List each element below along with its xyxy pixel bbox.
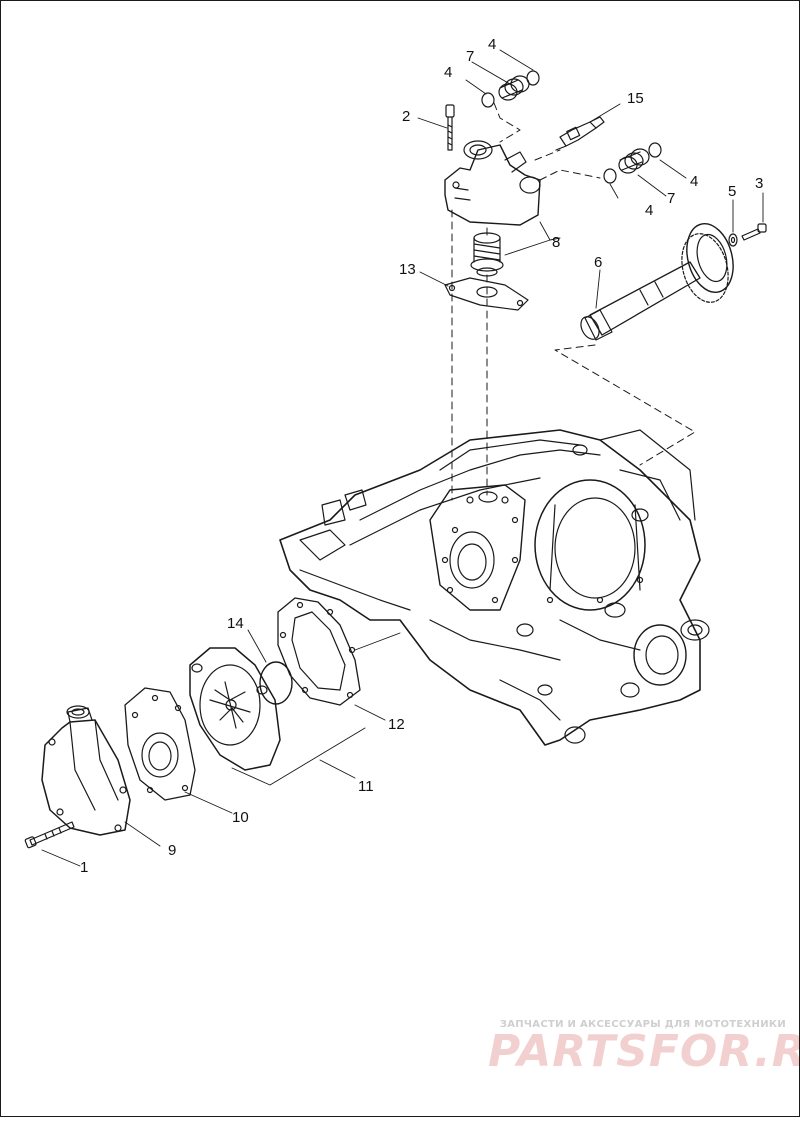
callout-11: 11 [358, 778, 374, 795]
crankcase-housing [279, 429, 710, 746]
assembly-alignment-lines [451, 102, 696, 501]
o-ring-14 [259, 661, 293, 705]
watermark-logo: PARTSFOR.RU [488, 1026, 800, 1077]
pump-body-11 [189, 647, 281, 771]
callout-5: 5 [728, 183, 736, 200]
sensor-15 [555, 116, 605, 151]
bolt-1 [24, 821, 75, 849]
callout-14: 14 [227, 615, 244, 632]
o-ring-4-upper-right [526, 70, 540, 86]
bolt-3 [741, 223, 767, 241]
o-ring-4-right-lower [603, 168, 617, 184]
watermark-tagline: ЗАПЧАСТИ И АКСЕССУАРЫ ДЛЯ МОТОТЕХНИКИ [499, 1019, 786, 1030]
callout-15: 15 [627, 90, 644, 107]
thermostat-8 [470, 232, 504, 277]
callout-8: 8 [552, 234, 560, 251]
o-ring-4-upper-left [481, 92, 495, 108]
bolt-2 [445, 104, 455, 151]
callout-12: 12 [388, 716, 405, 733]
callout-13: 13 [399, 261, 416, 278]
callout-4-right: 4 [690, 173, 698, 190]
gasket-12 [277, 597, 361, 706]
callout-4-upper-left: 4 [444, 64, 452, 81]
leader-lines [41, 49, 764, 867]
callout-2: 2 [402, 108, 410, 125]
gasket-10 [124, 687, 196, 801]
callout-10: 10 [232, 809, 249, 826]
shaft-6 [580, 223, 734, 341]
o-ring-4-right-upper [648, 142, 662, 158]
thermostat-housing [444, 140, 541, 226]
callout-4-lower: 4 [645, 202, 653, 219]
callout-9: 9 [168, 842, 176, 859]
callout-3: 3 [755, 175, 763, 192]
fitting-7-right [618, 148, 650, 174]
callout-6: 6 [594, 254, 602, 271]
callout-labels: 1 2 3 4 4 4 4 5 6 7 7 8 9 10 11 12 13 14… [80, 36, 763, 876]
pump-cover-9 [41, 705, 131, 836]
callout-1: 1 [80, 859, 88, 876]
fitting-7-upper [498, 75, 530, 101]
callout-7-upper: 7 [466, 48, 474, 65]
callout-4-top: 4 [488, 36, 496, 53]
washer-5 [728, 233, 738, 247]
callout-7-right: 7 [667, 190, 675, 207]
